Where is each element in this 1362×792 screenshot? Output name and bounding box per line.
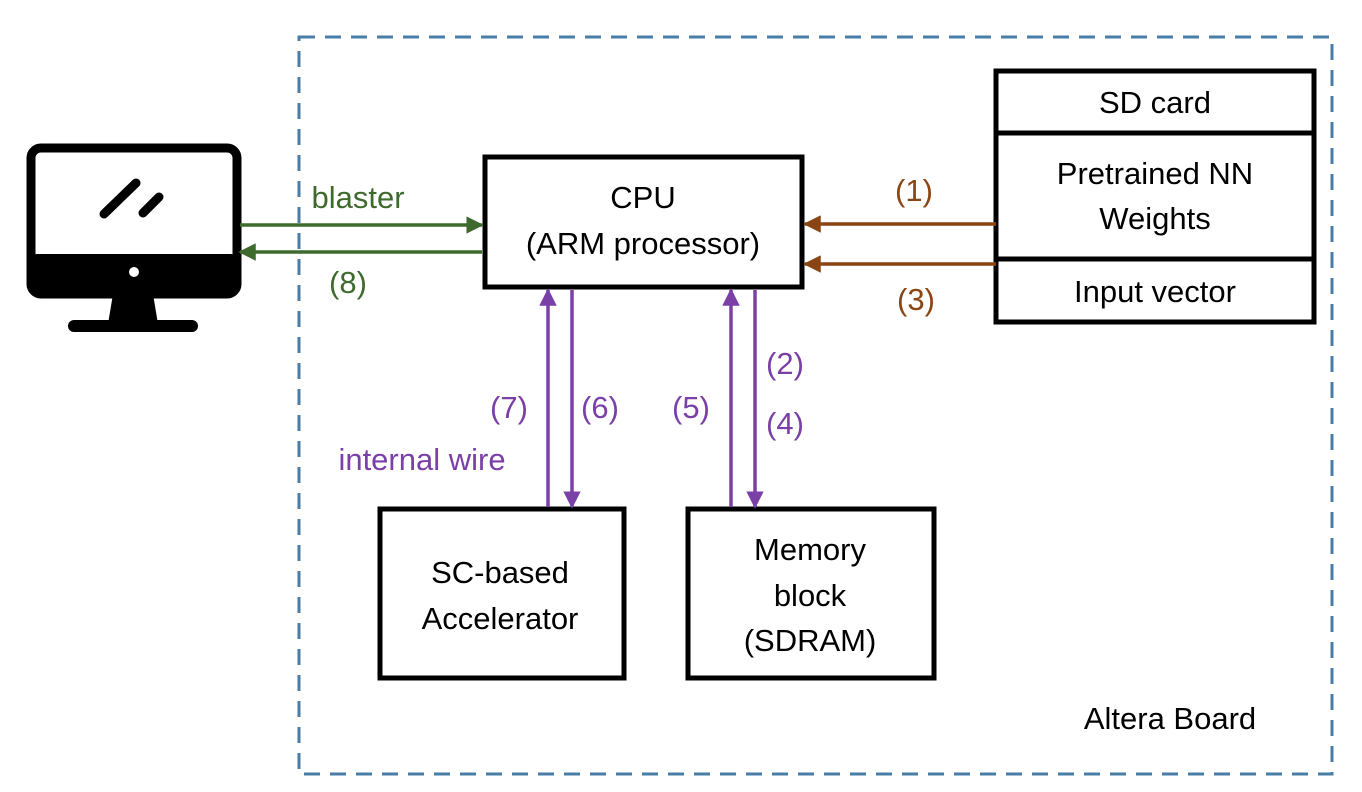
memory-line2: block: [774, 578, 847, 613]
input-vector-label: Input vector: [1074, 274, 1236, 309]
step-4-label: (4): [766, 406, 804, 441]
step-5-label: (5): [672, 390, 710, 425]
accelerator-box: [377, 506, 627, 681]
sd-card-block: [993, 68, 1317, 325]
cpu-subtitle: (ARM processor): [526, 226, 760, 261]
blaster-label: blaster: [311, 180, 404, 215]
cpu-box: [482, 154, 805, 290]
accelerator-line2: Accelerator: [422, 601, 579, 636]
altera-board-label: Altera Board: [1084, 701, 1256, 736]
internal-wire-label: internal wire: [338, 442, 505, 477]
nn-weights-line2: Weights: [1099, 201, 1210, 236]
memory-line1: Memory: [754, 532, 866, 567]
memory-box: [685, 506, 937, 681]
step-8-label: (8): [329, 265, 367, 300]
cpu-title: CPU: [610, 180, 675, 215]
desktop-monitor-icon: [26, 143, 242, 332]
step-7-label: (7): [490, 390, 528, 425]
step-3-label: (3): [897, 282, 935, 317]
sd-card-title: SD card: [1099, 85, 1211, 120]
memory-line3: (SDRAM): [744, 623, 877, 658]
step-2-label: (2): [766, 346, 804, 381]
accelerator-line1: SC-based: [431, 555, 569, 590]
nn-weights-line1: Pretrained NN: [1057, 156, 1253, 191]
step-1-label: (1): [895, 173, 933, 208]
step-6-label: (6): [581, 390, 619, 425]
